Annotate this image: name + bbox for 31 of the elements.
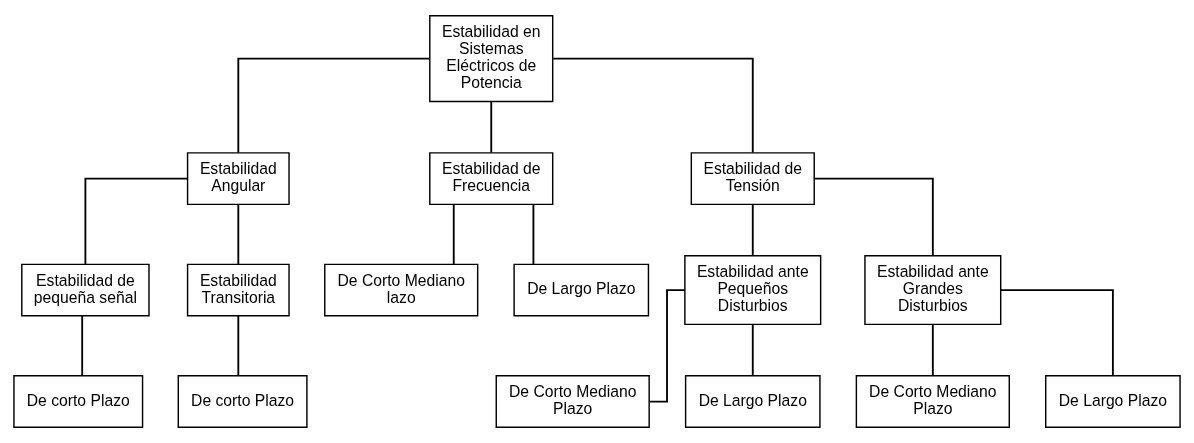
node-box: De Largo Plazo — [684, 375, 821, 428]
connector — [452, 203, 455, 265]
node-box: Estabilidad ante Grandes Disturbios — [864, 255, 1002, 326]
connector — [813, 177, 934, 257]
connector — [81, 315, 84, 377]
connector — [237, 57, 431, 154]
connector — [552, 57, 754, 154]
node-box: Estabilidad Angular — [186, 152, 290, 206]
node-box: De Corto Mediano lazo — [324, 263, 479, 317]
node-box: De corto Plazo — [13, 375, 144, 428]
node-box: Estabilidad en Sistemas Eléctricos de Potencia — [429, 15, 554, 103]
connector — [931, 323, 934, 377]
node-box: De Largo Plazo — [513, 263, 650, 317]
node-box: Estabilidad de pequeña señal — [21, 263, 150, 317]
connector — [490, 101, 493, 154]
connector — [751, 323, 754, 377]
connector — [84, 177, 189, 266]
node-box: De Corto Mediano Plazo — [495, 375, 650, 428]
node-box: De Largo Plazo — [1045, 375, 1181, 428]
node-box: Estabilidad ante Pequeños Disturbios — [684, 255, 822, 326]
node-box: Estabilidad de Tensión — [690, 152, 815, 206]
node-box: De Corto Mediano Plazo — [855, 375, 1010, 428]
connector — [532, 203, 535, 265]
node-box: Estabilidad de Frecuencia — [429, 152, 554, 206]
node-box: Estabilidad Transitoria — [186, 263, 290, 317]
connector — [237, 203, 240, 265]
connector — [751, 203, 754, 257]
connector — [237, 315, 240, 377]
node-box: De corto Plazo — [177, 375, 308, 428]
connector — [1000, 289, 1114, 377]
connector — [648, 289, 686, 403]
